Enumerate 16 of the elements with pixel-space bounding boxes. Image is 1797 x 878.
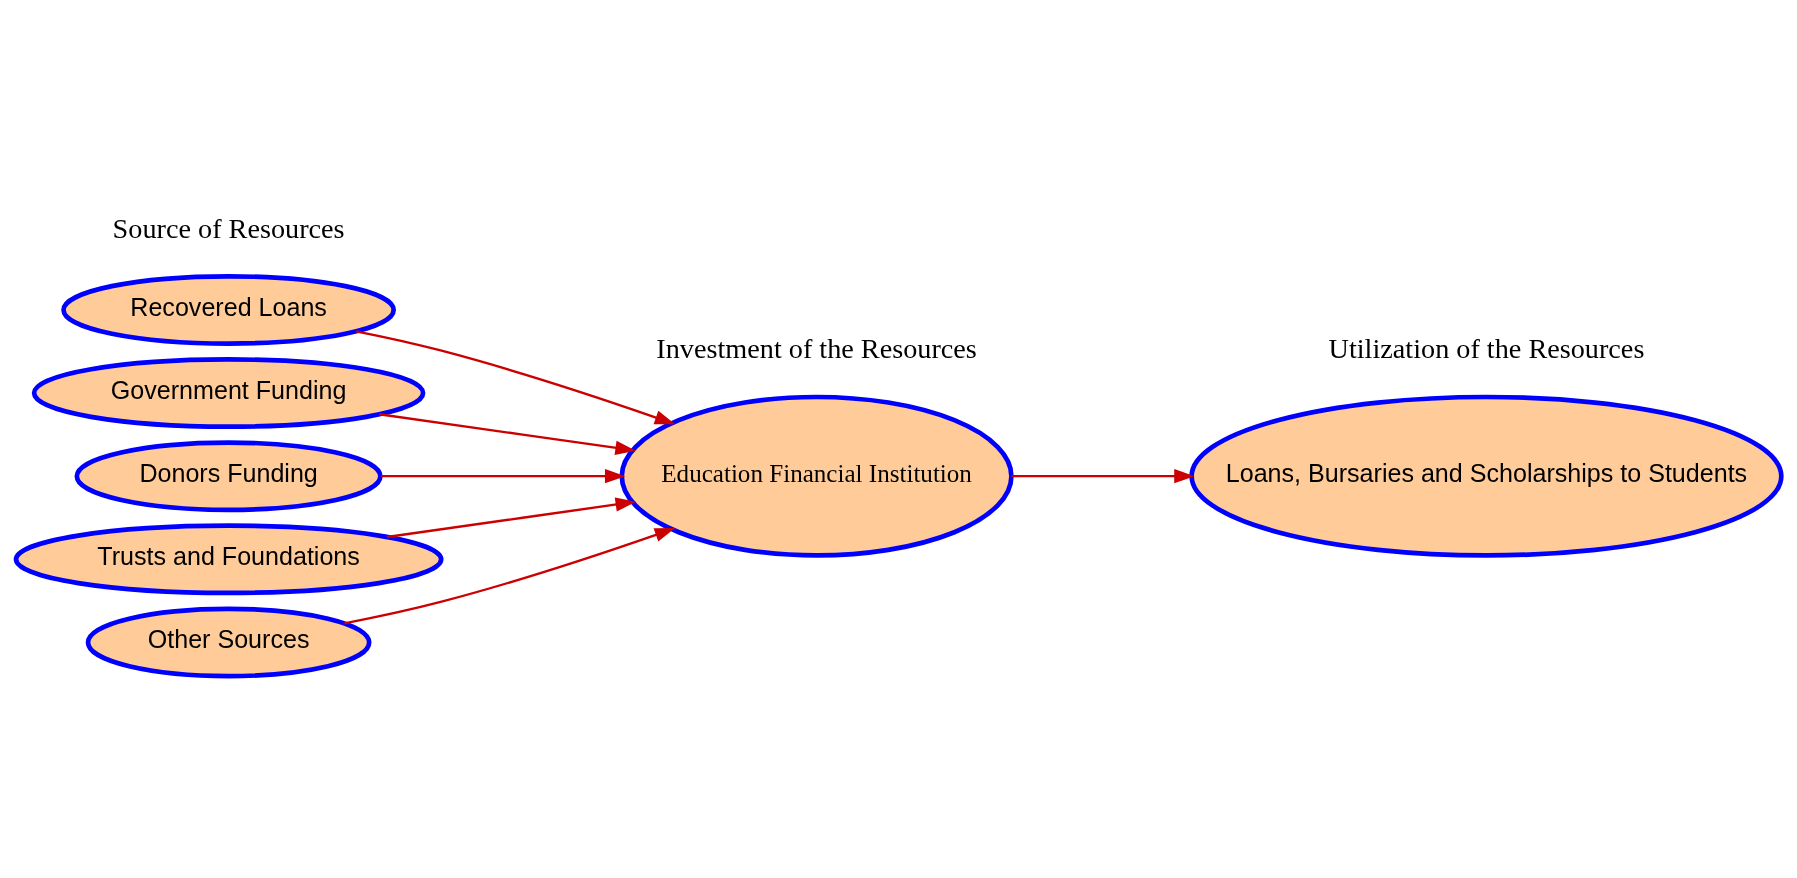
- node-ellipse: Recovered Loans: [61, 273, 396, 346]
- label: Investment of the Resources: [656, 332, 977, 364]
- arrow: [386, 496, 636, 538]
- arrow: [355, 329, 676, 424]
- arrow: [344, 527, 676, 624]
- node-ellipse: Government Funding: [31, 356, 426, 429]
- node-ellipse: Loans, Bursaries and Scholarships to Students: [1189, 394, 1784, 558]
- arrow: [380, 468, 626, 483]
- node-ellipse: Donors Funding: [74, 439, 383, 512]
- node-ellipse: Education Financial Institution: [619, 394, 1014, 558]
- node-ellipse: Other Sources: [85, 606, 372, 678]
- label: Source of Resources: [112, 212, 345, 244]
- arrow: [379, 412, 636, 455]
- label: Utilization of the Resources: [1328, 332, 1645, 364]
- node-ellipse: Trusts and Foundations: [13, 522, 444, 595]
- arrow: [1011, 468, 1195, 483]
